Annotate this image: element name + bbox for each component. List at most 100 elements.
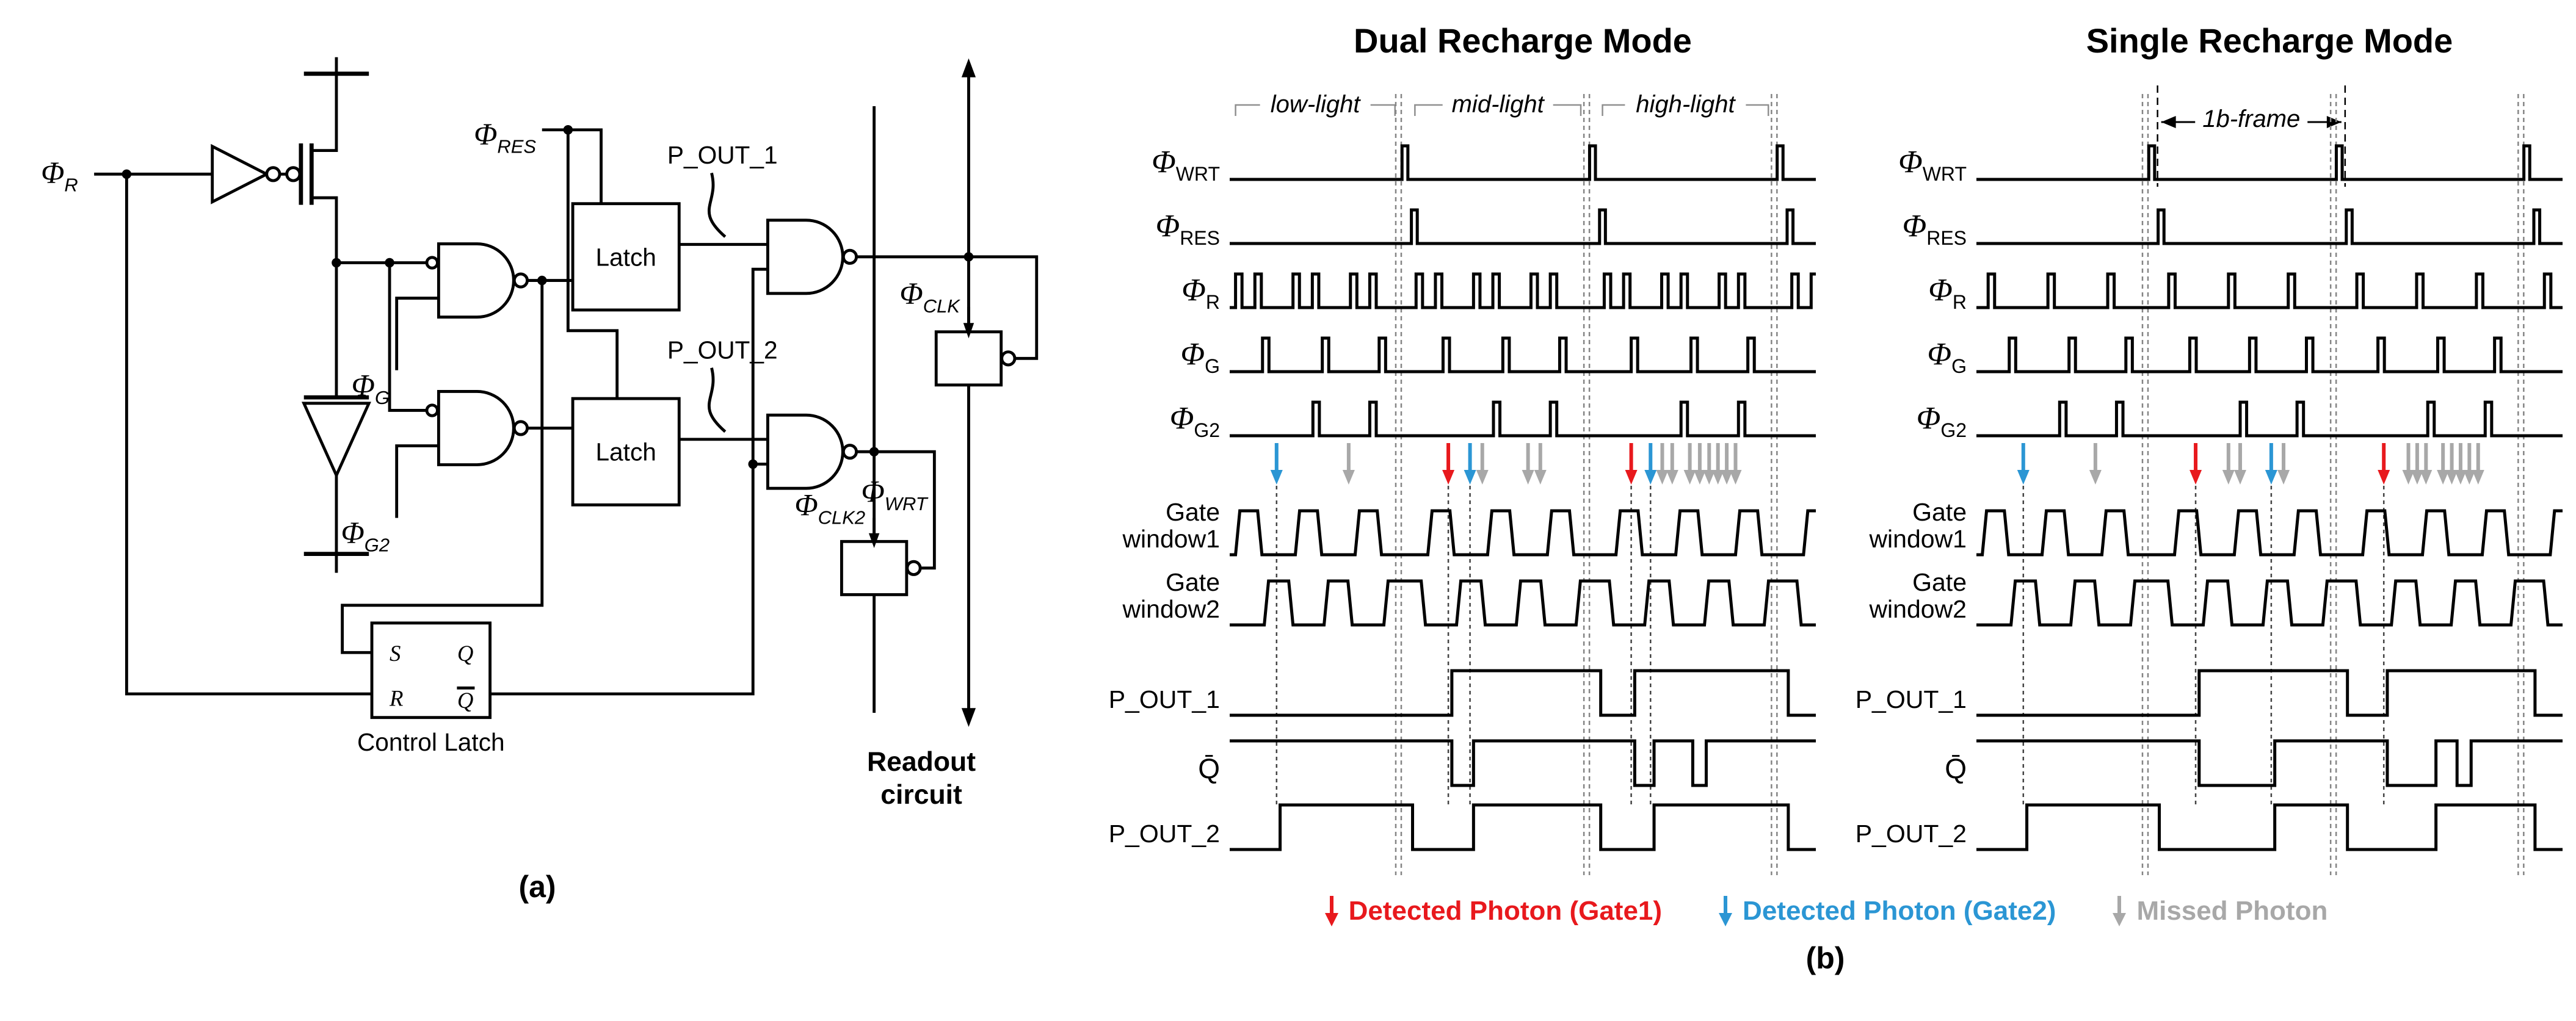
waveform-GW2 <box>1976 579 2563 627</box>
set-wire <box>341 280 544 654</box>
signal-label-P1: P_OUT_1 <box>1855 685 1966 713</box>
control-latch-label: Control Latch <box>357 728 505 756</box>
waveform-R <box>1976 272 2563 309</box>
figure-page: ΦR <box>0 9 2576 976</box>
latch-2-label: Latch <box>595 438 656 466</box>
legend-arrow-gray-icon <box>2113 896 2127 926</box>
clk2-flipflop-bubble <box>905 560 922 576</box>
waveform-G <box>1229 336 1816 373</box>
photon-arrow-gray <box>2402 443 2415 485</box>
diode-triangle <box>301 402 371 479</box>
signal-label-G2: ΦG2 <box>1169 401 1219 441</box>
frame-boundary-line <box>1770 94 1778 875</box>
phi-wrt-label: ΦWRT <box>861 474 928 514</box>
photon-arrow-gray <box>1522 443 1534 485</box>
photon-arrow-blue <box>1644 443 1656 485</box>
bus-r-tap-dot <box>963 252 974 262</box>
phi-r-label: ΦR <box>41 156 78 196</box>
clk-arrow-head <box>963 323 974 339</box>
photon-arrow-gray <box>1666 443 1678 485</box>
phi-res-branch-wire <box>566 129 619 399</box>
signal-label-RES: ΦRES <box>1902 209 1966 249</box>
photon-arrow-gray <box>1693 443 1706 485</box>
frame-marker-lines <box>2156 85 2346 187</box>
nand-a-output-bubble <box>841 248 858 265</box>
signal-label-WRT: ΦWRT <box>1898 145 1967 185</box>
waveform-G <box>1976 336 2563 373</box>
photon-arrow-gray <box>2411 443 2423 485</box>
readout-circuit-label-2: circuit <box>880 780 962 810</box>
photon-arrow-gray <box>1476 443 1489 485</box>
p-out-1-leader <box>708 172 727 238</box>
region-bracket <box>1601 104 1769 116</box>
photon-arrow-gray <box>2472 443 2484 485</box>
signal-label-GW2: window2 <box>1868 595 1967 623</box>
photon-arrow-gray <box>2454 443 2467 485</box>
readout-circuit-label-1: Readout <box>867 747 976 777</box>
signal-label-P1: P_OUT_1 <box>1108 685 1219 713</box>
waveform-G2 <box>1976 400 2563 438</box>
waveform-P2 <box>1229 803 1816 851</box>
photon-arrow-red <box>2189 443 2202 485</box>
legend-item: Missed Photon <box>2111 894 2327 928</box>
signal-label-WRT: ΦWRT <box>1152 145 1220 185</box>
sense-branch-wire <box>388 262 426 412</box>
inverter-bubble <box>265 166 281 182</box>
phi-res-label: ΦRES <box>474 117 536 157</box>
phi-g-wire <box>395 297 439 370</box>
signal-label-GW2: Gate <box>1912 568 1967 596</box>
bus-up-arrow <box>961 58 976 78</box>
signal-label-R: ΦR <box>1928 273 1967 313</box>
control-latch-s: S <box>390 641 401 666</box>
signal-label-G: ΦG <box>1180 337 1219 377</box>
frame-boundary-line <box>1583 94 1590 875</box>
photon-arrow-gray <box>1720 443 1733 485</box>
frame-arrow-head-left <box>2161 116 2176 128</box>
waveform-P1 <box>1976 669 2563 717</box>
bus-l-tap-dot <box>869 447 879 456</box>
clk-flipflop <box>934 330 1003 387</box>
signal-label-QB: Q̄ <box>1945 752 1967 784</box>
waveform-P2 <box>1976 803 2563 851</box>
photon-arrow-gray <box>2277 443 2290 485</box>
photon-arrow-gray <box>1342 443 1355 485</box>
photon-arrow-gray <box>1729 443 1741 485</box>
photodiode <box>301 395 371 573</box>
circuit-schematic: ΦR <box>41 57 1039 810</box>
signal-label-G2: ΦG2 <box>1916 401 1966 441</box>
region-label-mid-light: mid-light <box>1451 91 1545 118</box>
waveform-WRT <box>1229 144 1816 181</box>
signal-label-GW1: Gate <box>1166 498 1220 526</box>
signal-label-G: ΦG <box>1927 337 1966 377</box>
region-bracket <box>1413 104 1581 116</box>
pmos-source-wire <box>311 74 338 153</box>
photon-arrow-gray <box>2419 443 2432 485</box>
signal-label-GW1: window1 <box>1868 525 1967 553</box>
phi-g2-wire <box>395 444 439 518</box>
photon-arrow-blue <box>2017 443 2030 485</box>
timing-title-dual: Dual Recharge Mode <box>1354 21 1692 60</box>
panel-a-circuit: ΦR <box>0 9 1075 904</box>
photon-arrow-gray <box>2445 443 2458 485</box>
signal-label-RES: ΦRES <box>1155 209 1219 249</box>
phi-res-wire <box>542 128 603 204</box>
nand-gate-b <box>766 413 844 490</box>
nand-b-output-bubble <box>841 444 858 460</box>
nand2-input-bubble <box>425 403 439 417</box>
photon-arrow-gray <box>2233 443 2246 485</box>
legend-arrow-red-icon <box>1324 896 1338 926</box>
region-label-low-light: low-light <box>1270 91 1361 118</box>
caption-a: (a) <box>518 870 556 904</box>
clk2-flipflop <box>840 539 909 596</box>
frame-boundary-line <box>2329 94 2337 875</box>
photon-arrow-red <box>2377 443 2390 485</box>
photon-arrow-red <box>1625 443 1638 485</box>
signal-label-GW2: window2 <box>1122 595 1220 623</box>
waveform-RES <box>1229 208 1816 245</box>
latch-2 <box>571 397 681 507</box>
p-out-2-label: P_OUT_2 <box>667 336 778 364</box>
